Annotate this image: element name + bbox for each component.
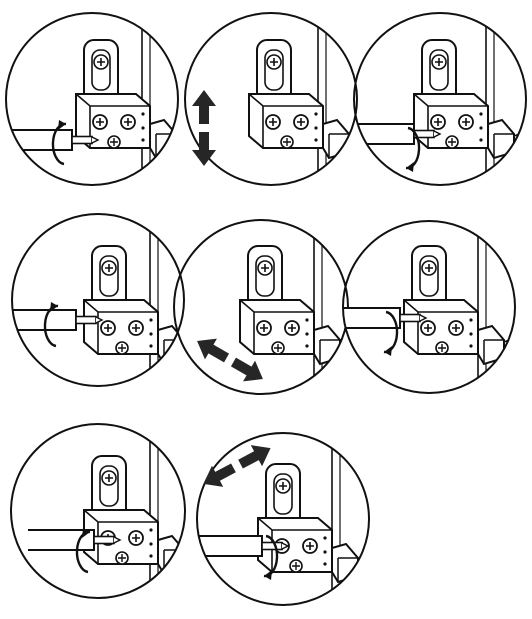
hinge-icon xyxy=(249,40,367,158)
double-arrow-icon xyxy=(192,90,216,166)
panel-2 xyxy=(185,0,367,200)
panel-7 xyxy=(11,420,202,619)
panel-6 xyxy=(334,210,522,400)
panel-8 xyxy=(196,420,376,619)
panel-3 xyxy=(348,0,532,200)
panel-5 xyxy=(174,210,358,400)
panel-1 xyxy=(6,0,194,200)
hinge-icon xyxy=(240,246,358,364)
